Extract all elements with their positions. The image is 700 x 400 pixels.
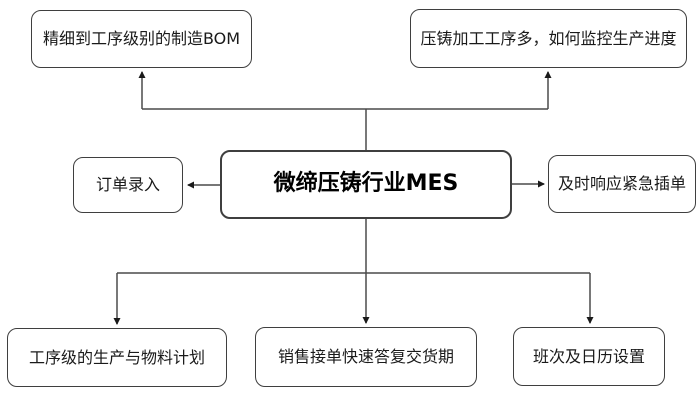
node-monitor-production-progress: 压铸加工工序多，如何监控生产进度 [410, 9, 687, 68]
node-delivery-date-reply: 销售接单快速答复交货期 [255, 327, 477, 387]
node-shift-calendar-settings: 班次及日历设置 [513, 327, 665, 386]
node-production-material-plan: 工序级的生产与物料计划 [7, 328, 227, 387]
node-label: 压铸加工工序多，如何监控生产进度 [420, 28, 677, 48]
node-center-mes: 微缔压铸行业MES [220, 150, 512, 219]
node-label: 销售接单快速答复交货期 [277, 347, 454, 367]
node-label: 班次及日历设置 [532, 346, 645, 366]
node-label: 微缔压铸行业MES [273, 171, 459, 197]
node-label: 及时响应紧急插单 [557, 174, 686, 194]
node-manufacturing-bom: 精细到工序级别的制造BOM [31, 10, 252, 68]
node-label: 精细到工序级别的制造BOM [42, 29, 241, 49]
node-label: 订单录入 [95, 175, 160, 195]
node-urgent-order-response: 及时响应紧急插单 [548, 155, 696, 213]
node-order-entry: 订单录入 [73, 157, 183, 213]
node-label: 工序级的生产与物料计划 [28, 347, 205, 367]
